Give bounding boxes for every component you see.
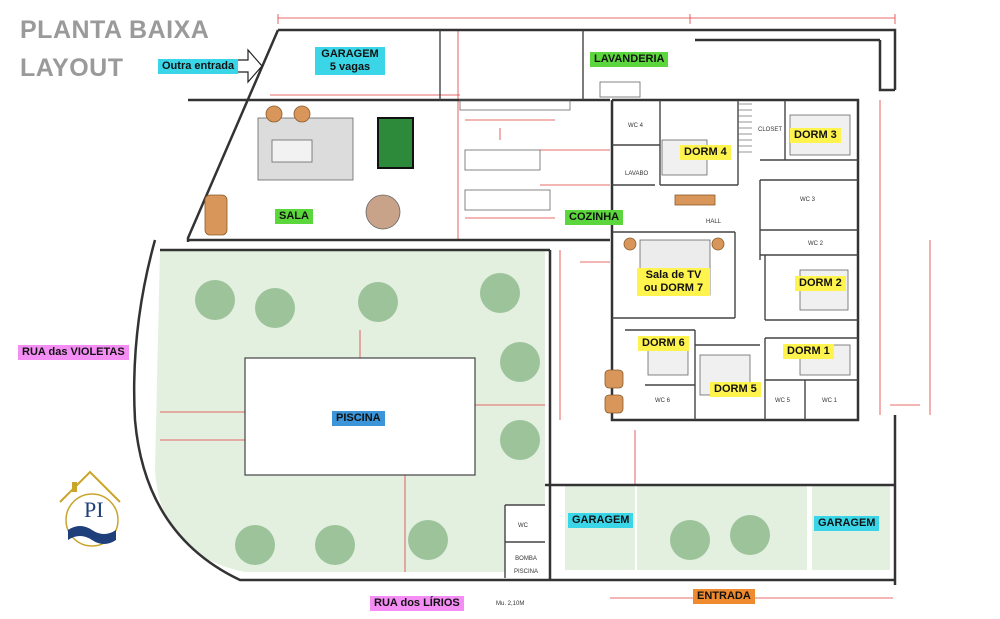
- piscina-label: PISCINA: [332, 411, 385, 426]
- closet-label: CLOSET: [758, 127, 783, 133]
- hall-label: HALL: [706, 219, 722, 225]
- dorm2-label: DORM 2: [795, 276, 846, 291]
- garagem-top-label: GARAGEM 5 vagas: [315, 47, 385, 75]
- dorm5-label: DORM 5: [710, 382, 761, 397]
- dimension-lines: [160, 14, 931, 599]
- wc4-label: WC 4: [628, 123, 643, 129]
- chairs: [204, 105, 725, 414]
- lavabo-label: LAVABO: [625, 171, 649, 177]
- interior-walls: [439, 30, 858, 578]
- sala-label: SALA: [275, 209, 313, 224]
- logo-letters: PI: [84, 497, 104, 522]
- garagem-right-label: GARAGEM: [814, 516, 880, 531]
- sala-tv-line-2: ou DORM 7: [643, 282, 704, 294]
- rua-violetas-label: RUA das VIOLETAS: [18, 345, 129, 360]
- plants: [195, 273, 770, 565]
- stairs: [738, 103, 752, 153]
- outra-entrada-label: Outra entrada: [158, 59, 239, 74]
- dorm6-label: DORM 6: [638, 336, 689, 351]
- garagem-left-label: GARAGEM: [568, 513, 634, 528]
- bomba-label: BOMBA PISCINA: [510, 553, 542, 579]
- garagem-top-line-1: GARAGEM: [321, 48, 379, 60]
- dorm4-label: DORM 4: [680, 145, 731, 160]
- wc2-label: WC 2: [808, 241, 823, 247]
- sala-tv-line-1: Sala de TV: [645, 269, 702, 281]
- lavanderia-label: LAVANDERIA: [590, 52, 669, 67]
- bomba-line-2: PISCINA: [513, 569, 538, 575]
- wc3-label: WC 3: [800, 197, 815, 203]
- bomba-line-1: BOMBA: [515, 556, 537, 562]
- title-line-1: PLANTA BAIXA: [20, 16, 210, 44]
- dorm3-label: DORM 3: [790, 128, 841, 143]
- dorm1-label: DORM 1: [783, 344, 834, 359]
- sala-tv-label: Sala de TV ou DORM 7: [637, 268, 710, 296]
- entrada-label: ENTRADA: [693, 589, 755, 604]
- muro-label: Mu. 2,10M: [496, 601, 525, 607]
- title-line-2: LAYOUT: [20, 54, 124, 82]
- rua-lirios-label: RUA dos LÍRIOS: [370, 596, 464, 611]
- wc6-label: WC 6: [655, 398, 670, 404]
- cozinha-label: COZINHA: [565, 210, 624, 225]
- logo: [59, 470, 121, 547]
- wc-label: WC: [518, 523, 528, 529]
- garagem-top-line-2: 5 vagas: [329, 61, 371, 73]
- wc5-label: WC 5: [775, 398, 790, 404]
- wc1-label: WC 1: [822, 398, 837, 404]
